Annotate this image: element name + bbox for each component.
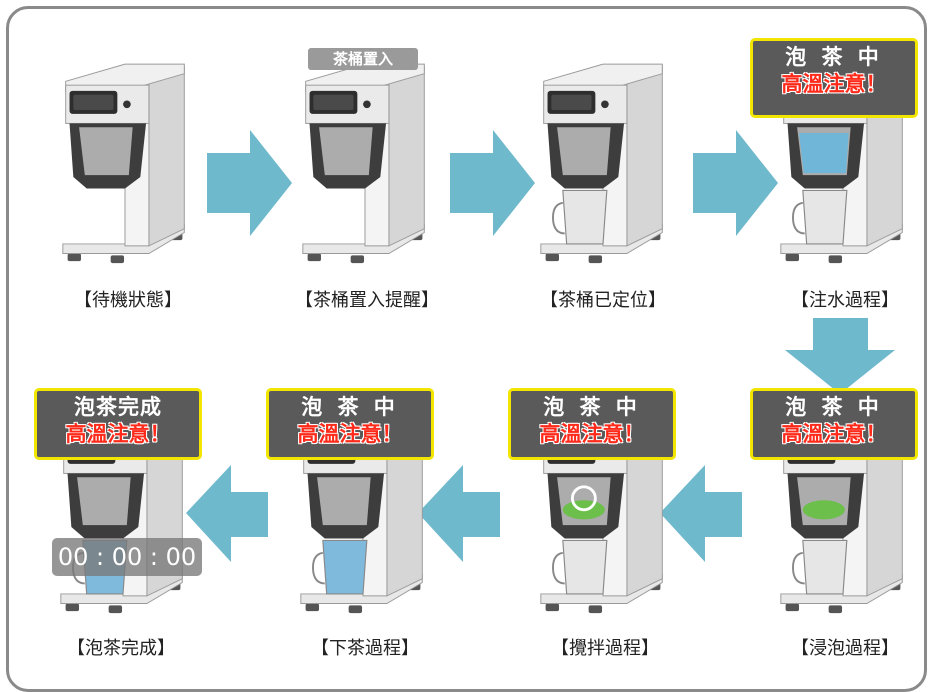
machine-foot	[588, 255, 603, 264]
warning-line2: 高溫注意！	[65, 422, 171, 446]
step-caption-8: 【泡茶完成】	[67, 638, 175, 659]
arrow-left-3	[186, 465, 268, 562]
machine-side-panel	[388, 65, 425, 247]
machine-foot	[828, 605, 843, 614]
warning-box-step8: 泡茶完成 高溫注意！	[34, 388, 202, 460]
machine-foot	[588, 605, 603, 614]
tea-machine-step-2	[302, 63, 425, 264]
pitcher	[802, 539, 848, 595]
pitcher-handle	[792, 551, 805, 585]
warning-line2: 高溫注意！	[297, 422, 403, 446]
warning-line1: 泡 茶 中	[543, 395, 641, 419]
pitcher-handle	[312, 551, 325, 585]
machine-foot	[67, 253, 81, 262]
pitcher	[562, 189, 608, 245]
water-fill	[799, 133, 849, 174]
warning-box-step5: 泡 茶 中 高溫注意！	[750, 388, 918, 460]
pitcher-handle	[552, 201, 565, 235]
warning-line2: 高溫注意！	[781, 422, 887, 446]
countdown-timer: 00 : 00 : 00	[52, 538, 202, 576]
warning-line1: 泡 茶 中	[301, 395, 399, 419]
machine-display-glass	[73, 94, 114, 111]
machine-foot	[545, 603, 559, 612]
arrow-left-2	[418, 465, 500, 562]
arrow-right-2	[450, 130, 535, 236]
brew-basket	[319, 127, 373, 176]
machine-knob	[363, 100, 371, 109]
step-caption-1: 【待機狀態】	[74, 290, 182, 311]
brew-basket	[77, 477, 131, 526]
machine-knob	[123, 100, 131, 109]
machine-foot	[305, 603, 319, 612]
tea-machine-step-3	[540, 63, 663, 264]
machine-foot	[828, 255, 843, 264]
machine-foot	[65, 603, 79, 612]
warning-line1: 泡 茶 中	[785, 45, 883, 69]
machine-foot	[785, 603, 799, 612]
tea-machine-step-1	[62, 63, 185, 264]
pitcher-handle	[552, 551, 565, 585]
brew-basket	[79, 127, 133, 176]
step-caption-6: 【攪拌過程】	[551, 638, 659, 659]
pitcher	[562, 539, 608, 595]
machine-foot	[348, 605, 363, 614]
stir-indicator-icon	[570, 485, 597, 512]
machine-display-glass	[313, 94, 354, 111]
warning-box-step4: 泡 茶 中 高溫注意！	[750, 38, 918, 118]
brew-basket	[557, 127, 611, 176]
pitcher	[322, 539, 368, 595]
machine-knob	[601, 100, 609, 109]
pitcher-handle	[792, 201, 805, 235]
step-caption-3: 【茶桶已定位】	[540, 290, 666, 311]
pitcher-insert-tag: 茶桶置入	[308, 48, 418, 70]
arrow-right-1	[207, 130, 292, 236]
brew-basket	[317, 477, 371, 526]
machine-foot	[108, 605, 123, 614]
warning-line2: 高溫注意！	[539, 422, 645, 446]
machine-foot	[307, 253, 321, 262]
step-caption-4: 【注水過程】	[791, 290, 899, 311]
pitcher	[802, 189, 848, 245]
machine-foot	[785, 253, 799, 262]
machine-display-glass	[551, 94, 592, 111]
warning-line1: 泡茶完成	[74, 395, 162, 419]
tea-leaves	[802, 500, 845, 520]
arrow-down	[785, 318, 895, 394]
machine-foot	[110, 255, 125, 264]
step-caption-2: 【茶桶置入提醒】	[295, 290, 439, 311]
machine-side-panel	[148, 65, 185, 247]
arrow-right-3	[693, 130, 778, 236]
step-caption-5: 【浸泡過程】	[791, 638, 899, 659]
arrow-left-1	[660, 465, 742, 562]
warning-box-step6: 泡 茶 中 高溫注意！	[508, 388, 676, 460]
warning-line2: 高溫注意！	[781, 72, 887, 96]
machine-foot	[545, 253, 559, 262]
warning-line1: 泡 茶 中	[785, 395, 883, 419]
machine-foot	[350, 255, 365, 264]
machine-side-panel	[626, 65, 663, 247]
step-caption-7: 【下茶過程】	[311, 638, 419, 659]
warning-box-step7: 泡 茶 中 高溫注意！	[266, 388, 434, 460]
